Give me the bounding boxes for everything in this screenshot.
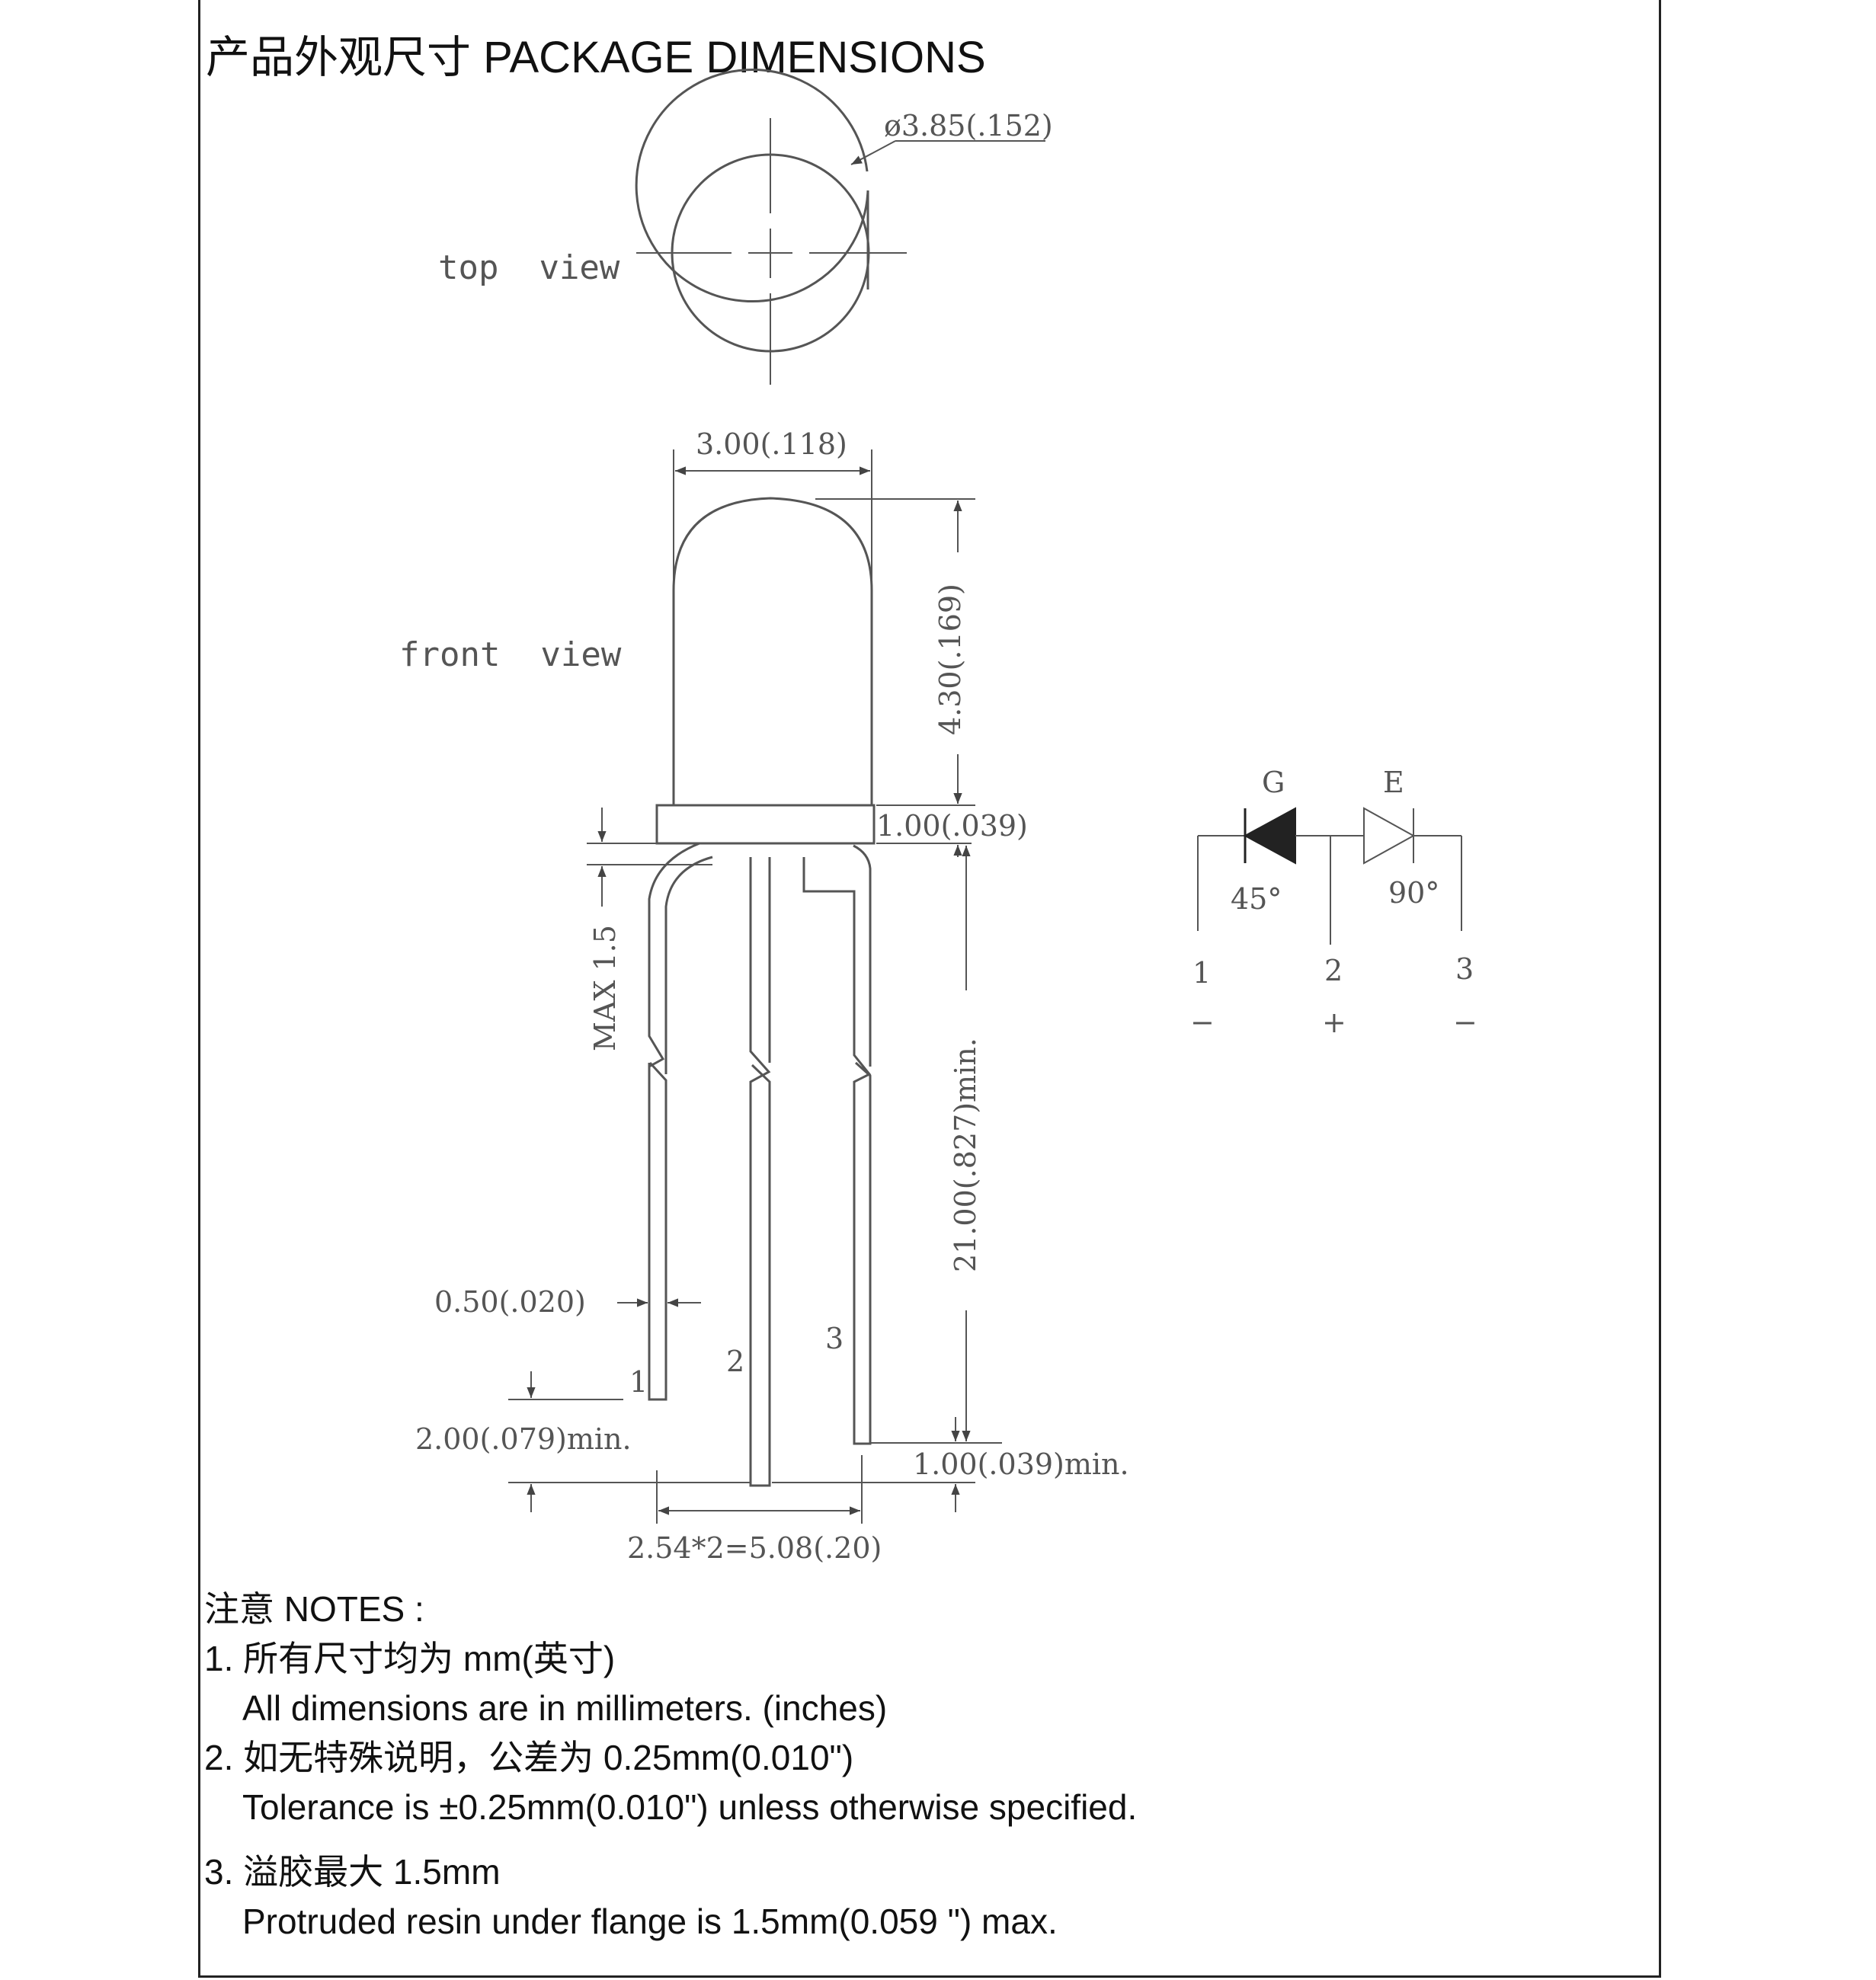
note-3-en: Protruded resin under flange is 1.5mm(0.… <box>242 1902 1058 1941</box>
note-2-cn: 2. 如无特殊说明，公差为 0.25mm(0.010") <box>204 1738 854 1777</box>
schematic-pin-1: 1 <box>1193 956 1211 990</box>
angle-g-label: 45° <box>1231 882 1282 916</box>
note-1-cn: 1. 所有尺寸均为 mm(英寸) <box>204 1639 616 1678</box>
lead-bottom-left-label: 2.00(.079)min. <box>415 1422 632 1456</box>
front-view-label: front view <box>399 635 622 674</box>
page-frame <box>198 0 1661 1978</box>
schematic-pin-3: 3 <box>1455 952 1474 986</box>
top-view-label: top view <box>438 248 620 287</box>
flange-height-dimension <box>876 792 972 857</box>
diameter-label: ø3.85(.152) <box>884 109 1053 142</box>
top-view <box>635 69 1045 385</box>
lead-length-label: 21.00(.827)min. <box>949 1038 982 1272</box>
lead-1 <box>648 842 713 1401</box>
lead-bottom-right-dimension <box>772 1417 975 1512</box>
notes-heading: 注意 NOTES : <box>204 1589 424 1629</box>
lead-bottom-right-label: 1.00(.039)min. <box>913 1447 1129 1481</box>
lead-3 <box>802 844 872 1445</box>
lead-length-dimension <box>870 846 1002 1444</box>
lead-2 <box>749 857 771 1487</box>
led-flange <box>655 804 876 845</box>
page-title: 产品外观尺寸 PACKAGE DIMENSIONS <box>206 33 986 82</box>
diode-g <box>1243 807 1296 865</box>
diameter-leader <box>850 140 896 165</box>
front-view <box>648 497 876 1487</box>
lead-1-number: 1 <box>629 1365 648 1399</box>
schematic-polarity-2: + <box>1322 1006 1346 1039</box>
top-view-outer-circle <box>635 69 869 303</box>
note-1-en: All dimensions are in millimeters. (inch… <box>242 1688 888 1728</box>
schematic <box>1197 807 1462 945</box>
body-width-dimension <box>673 449 872 590</box>
diode-e-label: E <box>1383 766 1404 799</box>
dome-height-label: 4.30(.169) <box>933 584 967 735</box>
lead-3-number: 3 <box>825 1322 844 1355</box>
diode-g-label: G <box>1262 766 1285 799</box>
notes-section: 注意 NOTES : 1. 所有尺寸均为 mm(英寸) All dimensio… <box>204 1585 1137 1946</box>
lead-2-number: 2 <box>726 1345 744 1378</box>
schematic-pin-2: 2 <box>1324 954 1343 987</box>
schematic-polarity-3: − <box>1453 1006 1477 1039</box>
note-3-cn: 3. 溢胶最大 1.5mm <box>204 1852 501 1892</box>
note-2-en: Tolerance is ±0.25mm(0.010") unless othe… <box>242 1787 1138 1827</box>
body-width-label: 3.00(.118) <box>696 427 847 461</box>
lead-width-label: 0.50(.020) <box>434 1285 586 1319</box>
max-resin-dimension <box>587 808 712 907</box>
lead-pitch-label: 2.54*2=5.08(.20) <box>627 1531 882 1565</box>
max-resin-label: MAX 1.5 <box>588 925 622 1051</box>
diode-e <box>1363 807 1416 865</box>
angle-e-label: 90° <box>1388 876 1439 910</box>
lead-bottom-left-dimension <box>508 1371 751 1512</box>
flange-height-label: 1.00(.039) <box>876 809 1028 843</box>
lead-pitch-dimension <box>656 1455 863 1524</box>
led-body <box>672 497 873 805</box>
schematic-polarity-1: − <box>1190 1006 1215 1039</box>
